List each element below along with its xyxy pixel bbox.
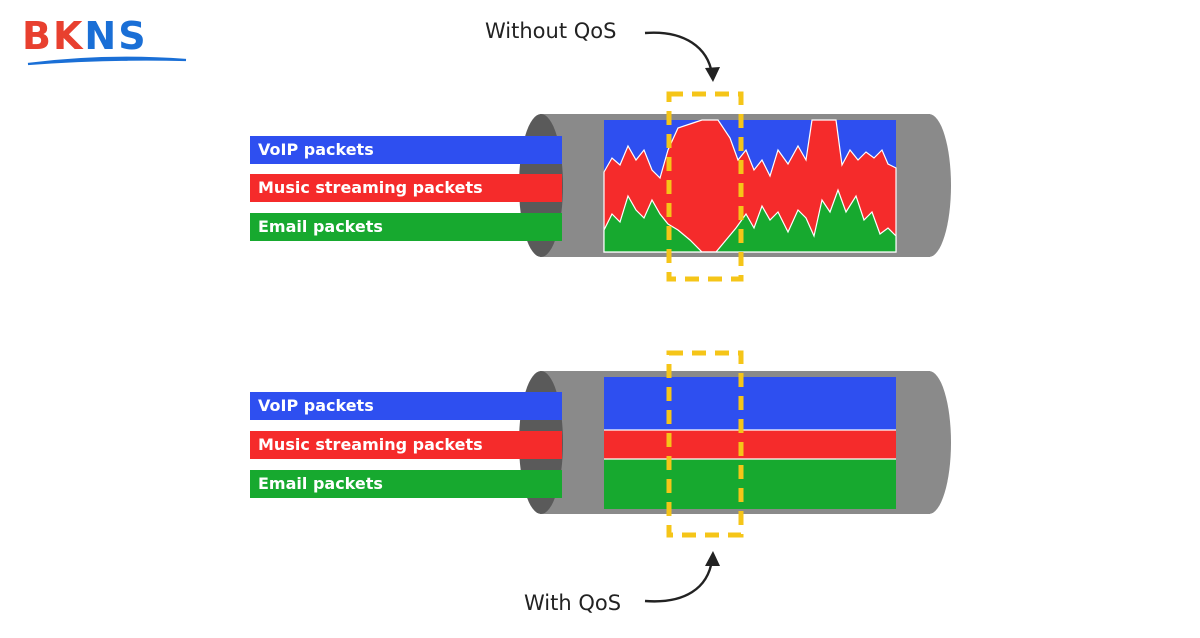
arrow-without-qos bbox=[644, 31, 714, 75]
label-music-bottom: Music streaming packets bbox=[250, 431, 550, 459]
traffic-email-band-bottom bbox=[604, 459, 896, 509]
without-qos-diagram bbox=[519, 91, 951, 282]
brand-logo: BKNS bbox=[22, 14, 148, 58]
label-voip-bottom: VoIP packets bbox=[250, 392, 550, 420]
highlight-box-bottom bbox=[666, 350, 744, 538]
arrow-with-qos bbox=[644, 559, 714, 603]
logo-swoosh bbox=[27, 56, 187, 66]
traffic-music-band-bottom bbox=[604, 430, 896, 459]
traffic-voip-band-bottom bbox=[604, 377, 896, 430]
traffic-email-band-top bbox=[603, 188, 897, 253]
with-qos-diagram bbox=[519, 350, 951, 538]
label-email-bottom: Email packets bbox=[250, 470, 550, 498]
caption-without-qos: Without QoS bbox=[485, 19, 617, 43]
logo-letter-b: B bbox=[22, 14, 53, 58]
caption-with-qos: With QoS bbox=[524, 591, 622, 615]
label-music-top: Music streaming packets bbox=[250, 174, 550, 202]
pipe-right-cap-top bbox=[907, 114, 951, 257]
label-voip-top: VoIP packets bbox=[250, 136, 550, 164]
highlight-box-top bbox=[666, 91, 744, 282]
arrowhead-without-qos-icon bbox=[705, 67, 720, 82]
pipe-right-cap-bottom bbox=[907, 371, 951, 514]
logo-letter-n: N bbox=[84, 14, 119, 58]
label-email-top: Email packets bbox=[250, 213, 550, 241]
arrowhead-with-qos-icon bbox=[705, 551, 720, 566]
logo-letter-s: S bbox=[118, 14, 148, 58]
logo-letter-k: K bbox=[52, 14, 85, 58]
